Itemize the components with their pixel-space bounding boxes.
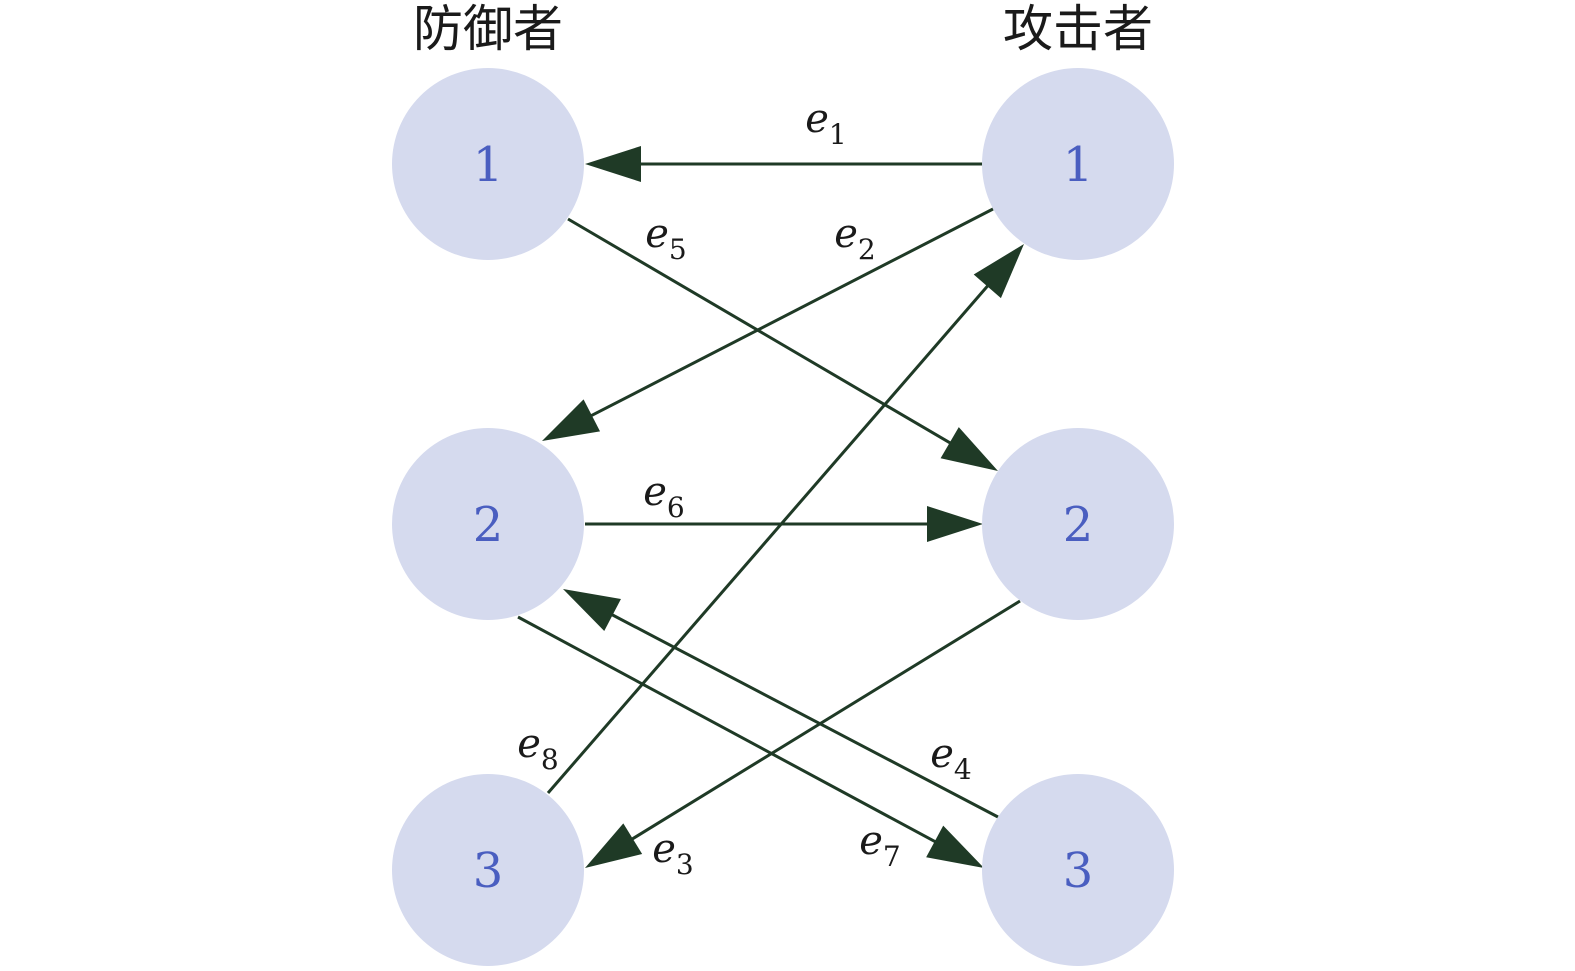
defender-node-1: 1 — [392, 68, 584, 260]
edge-e7 — [517, 615, 984, 868]
attacker-column-title: 攻击者 — [1003, 0, 1153, 58]
edge-line-e8 — [546, 282, 992, 794]
defender-node-circle-2 — [392, 428, 584, 620]
edge-e3 — [585, 599, 1021, 868]
edge-label-e5: e5 — [645, 211, 687, 266]
edge-label-name-e8: e — [517, 721, 541, 767]
attacker-node-circle-2 — [982, 428, 1174, 620]
edge-label-name-e7: e — [859, 818, 883, 864]
edge-line-e2 — [587, 207, 994, 419]
attacker-node-label-2: 2 — [1063, 497, 1094, 553]
edge-e6 — [585, 506, 983, 542]
edge-label-sub-e6: 6 — [667, 491, 685, 524]
arrow-head-e4 — [563, 589, 621, 631]
attacker-node-3: 3 — [982, 774, 1174, 966]
edge-label-name-e3: e — [652, 826, 676, 872]
edge-label-sub-e1: 1 — [829, 118, 847, 151]
edge-label-sub-e3: 3 — [676, 848, 694, 881]
defender-node-label-3: 3 — [473, 843, 504, 899]
attacker-node-circle-1 — [982, 68, 1174, 260]
arrow-head-e1 — [585, 146, 641, 182]
arrow-head-e6 — [927, 506, 983, 542]
defender-node-label-1: 1 — [473, 137, 504, 193]
nodes-layer: 1 2 3 1 2 3 — [392, 68, 1174, 966]
edge-label-sub-e8: 8 — [541, 743, 559, 776]
edge-label-e8: e8 — [517, 721, 559, 776]
attacker-node-label-3: 3 — [1063, 843, 1094, 899]
edge-label-e2: e2 — [834, 211, 876, 266]
edge-label-e4: e4 — [930, 731, 972, 786]
edge-label-sub-e2: 2 — [858, 233, 876, 266]
edge-e1 — [585, 146, 983, 182]
edge-e4 — [563, 589, 999, 819]
edge-line-e3 — [628, 599, 1021, 843]
edge-label-e3: e3 — [652, 826, 694, 881]
defender-node-circle-1 — [392, 68, 584, 260]
defender-node-circle-3 — [392, 774, 584, 966]
arrow-head-e3 — [585, 823, 643, 868]
edge-label-name-e1: e — [805, 96, 829, 142]
arrow-head-e8 — [973, 244, 1024, 299]
edge-label-e1: e1 — [805, 96, 847, 151]
attacker-node-1: 1 — [982, 68, 1174, 260]
edge-line-e4 — [608, 611, 999, 819]
edge-e2 — [542, 207, 994, 441]
edge-label-name-e4: e — [930, 731, 954, 777]
edge-e8 — [546, 244, 1024, 794]
edges-layer — [517, 146, 1024, 868]
edge-label-sub-e4: 4 — [954, 753, 972, 786]
defender-column-title: 防御者 — [413, 0, 563, 58]
attacker-node-2: 2 — [982, 428, 1174, 620]
edge-e5 — [567, 217, 998, 471]
attacker-node-circle-3 — [982, 774, 1174, 966]
defender-node-label-2: 2 — [473, 497, 504, 553]
arrow-head-e5 — [940, 427, 998, 471]
attacker-node-label-1: 1 — [1063, 137, 1094, 193]
edge-label-name-e5: e — [645, 211, 669, 257]
edge-label-sub-e7: 7 — [883, 840, 901, 873]
defender-node-2: 2 — [392, 428, 584, 620]
edge-label-e6: e6 — [643, 469, 685, 524]
defender-node-3: 3 — [392, 774, 584, 966]
edge-label-name-e6: e — [643, 469, 667, 515]
arrow-head-e7 — [926, 825, 984, 868]
edge-line-e5 — [567, 217, 954, 447]
edge-label-e7: e7 — [859, 818, 901, 873]
edge-label-sub-e5: 5 — [669, 233, 687, 266]
edge-line-e7 — [517, 615, 939, 845]
arrow-head-e2 — [542, 399, 601, 441]
edge-label-name-e2: e — [834, 211, 858, 257]
